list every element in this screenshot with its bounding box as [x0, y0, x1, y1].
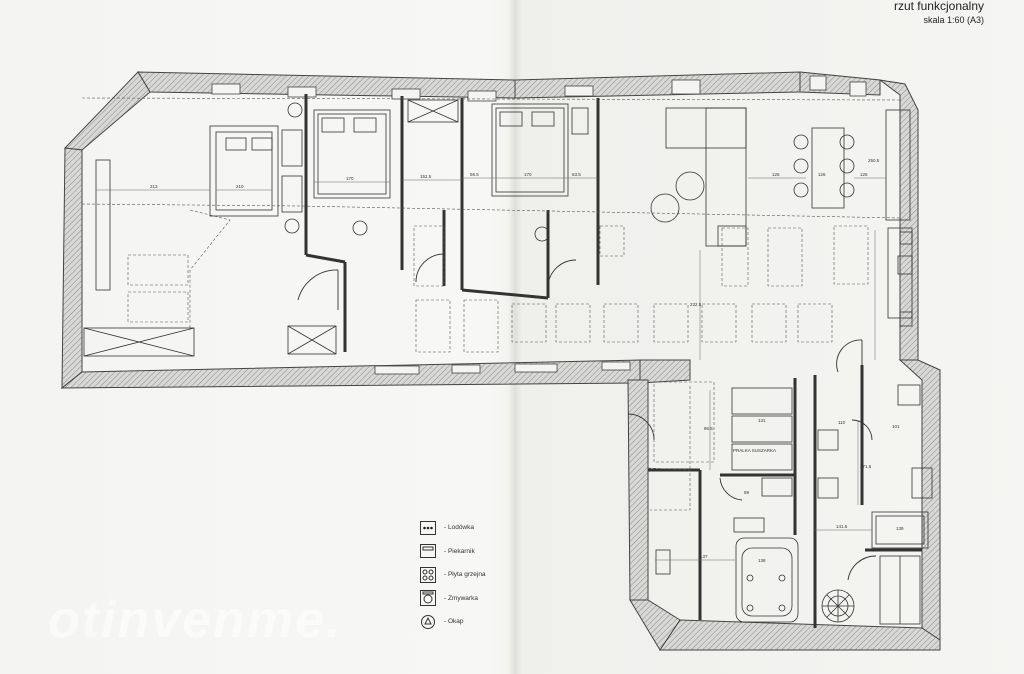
dim-126b: 126 — [818, 172, 826, 177]
drawing-scale: skala 1:60 (A3) — [923, 15, 984, 25]
dim-131: 131 — [758, 418, 766, 423]
legend-label: - Płyta grzejna — [444, 571, 486, 579]
dimension-texts: 213 210 170 152.5 56.5 170 63.5 126 126 … — [150, 158, 904, 563]
legend-item-oven: - Piekarnik — [420, 540, 486, 564]
watermark: otinvenme. — [48, 591, 343, 649]
partitions — [304, 94, 922, 628]
dim-126: 126 — [772, 172, 780, 177]
dim-232: 232.5 — [690, 302, 702, 307]
dim-86: 86.5 — [704, 426, 713, 431]
dimension-lines — [96, 177, 886, 561]
drawing-title: rzut funkcjonalny — [893, 0, 984, 13]
hood-icon — [420, 614, 436, 630]
dim-210: 210 — [236, 184, 244, 189]
dim-137: 137 — [700, 554, 708, 559]
windows-bottom — [374, 361, 631, 375]
dim-138: 138 — [758, 558, 766, 563]
legend: - Lodówka - Piekarnik - Płyta grzejna - … — [420, 516, 486, 634]
hob-icon — [420, 566, 436, 583]
windows-top — [211, 75, 867, 102]
dim-56: 56.5 — [470, 172, 479, 177]
dim-152: 152.5 — [420, 174, 432, 179]
legend-item-hood: - Okap — [420, 610, 486, 634]
title-block: rzut funkcjonalny skala 1:60 (A3) — [894, 0, 984, 26]
outer-walls — [60, 71, 941, 651]
paper-fold — [508, 0, 522, 674]
dim-59: 59 — [744, 490, 750, 495]
dim-63: 63.5 — [572, 172, 581, 177]
legend-label: - Zmywarka — [444, 594, 478, 602]
dim-110: 110 — [838, 420, 846, 425]
dim-139: 139 — [896, 526, 904, 531]
legend-label: - Lodówka — [444, 524, 474, 532]
furniture — [83, 99, 933, 625]
legend-item-dishwasher: - Zmywarka — [420, 587, 486, 611]
dim-271: 271.5 — [860, 464, 872, 469]
doors — [297, 253, 877, 581]
legend-label: - Piekarnik — [444, 547, 475, 555]
dim-213: 213 — [150, 184, 158, 189]
fridge-icon — [420, 520, 436, 536]
dim-170: 170 — [346, 176, 354, 181]
legend-item-fridge: - Lodówka — [420, 516, 486, 540]
dim-170b: 170 — [524, 172, 532, 177]
oven-icon — [420, 543, 436, 559]
ceiling-dashes — [81, 97, 901, 511]
legend-item-hob: - Płyta grzejna — [420, 563, 486, 587]
dim-141: 141.5 — [836, 524, 848, 529]
dim-126c: 126 — [860, 172, 868, 177]
legend-label: - Okap — [444, 618, 464, 626]
dim-101: 101 — [892, 424, 900, 429]
dishwasher-icon — [420, 590, 436, 607]
wash-label: PRALKA SUSZARKA — [733, 448, 776, 453]
dim-250: 250.5 — [868, 158, 880, 163]
